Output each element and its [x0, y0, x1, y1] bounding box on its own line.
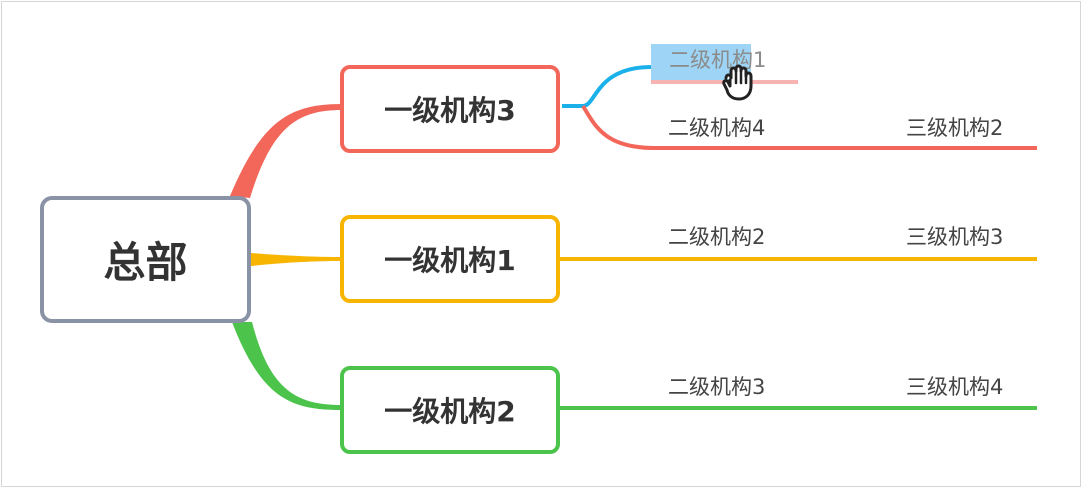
level1-node-3[interactable]: 一级机构3 [340, 65, 560, 153]
level1-node-label: 一级机构2 [384, 395, 516, 428]
level3-node-3[interactable]: 三级机构3 [906, 225, 1004, 249]
level2-node-2[interactable]: 二级机构2 [668, 225, 766, 249]
branch-connector-red [230, 104, 342, 198]
level3-node-4[interactable]: 三级机构4 [906, 375, 1004, 399]
level2-node-dragging[interactable]: 二级机构1 [669, 48, 767, 72]
connector-dragging-level2 [562, 65, 652, 108]
root-node-label: 总部 [103, 238, 188, 287]
level2-node-4[interactable]: 二级机构4 [668, 116, 766, 140]
grab-hand-icon [722, 64, 753, 101]
level2-node-3[interactable]: 二级机构3 [668, 375, 766, 399]
level1-node-2[interactable]: 一级机构2 [340, 366, 560, 454]
root-node[interactable]: 总部 [40, 196, 251, 323]
level1-node-label: 一级机构1 [384, 244, 516, 277]
level1-node-1[interactable]: 一级机构1 [340, 215, 560, 303]
level3-node-2[interactable]: 三级机构2 [906, 116, 1004, 140]
connector-red-level2 [581, 104, 1037, 150]
level1-node-label: 一级机构3 [384, 94, 516, 127]
branch-connector-yellow [251, 253, 342, 266]
branch-connector-green [232, 322, 342, 410]
